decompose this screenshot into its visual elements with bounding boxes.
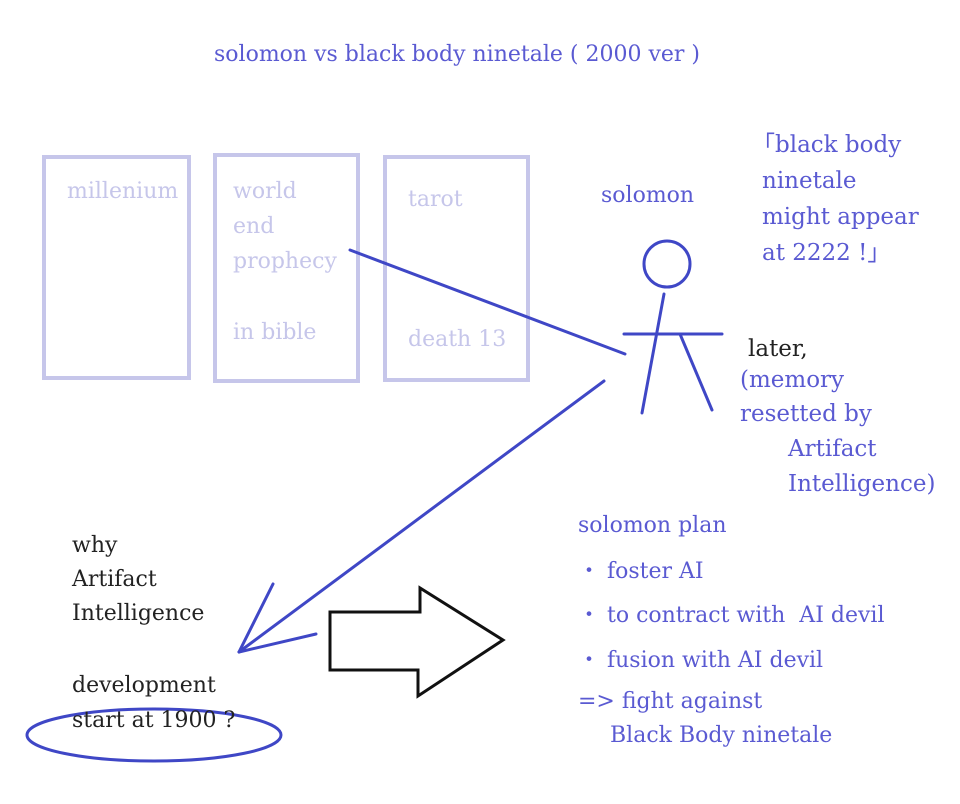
box-millenium-label: millenium [67,179,179,204]
figure-quote-line-1: 「black body [752,132,902,158]
box-end-label: end [233,214,275,239]
memory-line-2: resetted by [740,401,872,427]
arrow-to-question [237,379,606,654]
figure-quote-line-4: at 2222 !」 [762,240,891,266]
box-prophecy-label: prophecy [233,249,337,274]
block-arrow-right [328,585,506,699]
highlight-ellipse [25,707,283,763]
box-in-bible-label: in bible [233,320,317,345]
box-millenium [42,155,191,380]
stick-figure-solomon [622,239,724,415]
plan-item-3: ・ fusion with AI devil [578,648,824,673]
plan-conclusion-line-1: => fight against [578,689,763,714]
box-world-label: world [233,179,297,204]
memory-line-4: Intelligence) [788,471,936,497]
question-line-4: development [72,673,216,698]
question-line-5: start at 1900 ? [72,708,236,733]
plan-item-1: ・ foster AI [578,559,704,584]
stick-figure-head [642,239,692,289]
plan-title: solomon plan [578,513,727,538]
box-tarot-label: tarot [408,187,463,212]
diagram-title: solomon vs black body ninetale ( 2000 ve… [214,42,701,67]
stick-figure-body [640,292,666,415]
box-tarot [383,155,530,382]
question-line-1: why [72,533,118,558]
figure-quote-line-2: ninetale [762,168,857,194]
figure-name-label: solomon [601,183,695,208]
memory-line-3: Artifact [788,436,877,462]
later-label: later, [748,336,808,362]
box-death-13-label: death 13 [408,327,507,352]
question-line-3: Intelligence [72,601,205,626]
stick-figure-leg [678,332,714,412]
question-line-2: Artifact [72,567,157,592]
plan-item-2: ・ to contract with AI devil [578,603,885,628]
plan-conclusion-line-2: Black Body ninetale [610,723,833,748]
box-world-end-prophecy [213,153,360,383]
connector-line-prophecy [348,248,627,356]
memory-line-1: (memory [740,367,845,393]
figure-quote-line-3: might appear [762,204,919,230]
